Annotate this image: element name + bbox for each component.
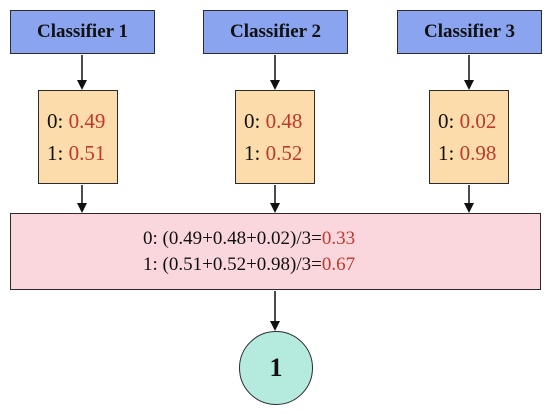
class-1-row: 1: 0.98 [438,137,508,169]
classifier-2-box: Classifier 2 [203,10,348,54]
aggregate-class-1-line: 1: (0.51+0.52+0.98)/3=0.67 [143,252,408,278]
final-prediction-circle: 1 [239,331,313,405]
class-0-probability: 0.49 [68,109,106,133]
class-1-probability: 0.52 [265,141,303,165]
class-0-row: 0: 0.02 [438,105,508,137]
class-0-row: 0: 0.49 [47,105,117,137]
class-1-prefix: 1: [244,141,261,165]
class-0-probability: 0.48 [265,109,303,133]
class-0-probability: 0.02 [459,109,497,133]
aggregate-class-1-value: 0.67 [321,253,356,275]
classifier-1-probabilities: 0: 0.49 1: 0.51 [38,90,118,184]
classifier-2-probabilities: 0: 0.48 1: 0.52 [235,90,315,184]
class-0-row: 0: 0.48 [244,105,314,137]
class-0-prefix: 0: [47,109,64,133]
final-prediction-label: 1 [269,353,283,382]
aggregate-class-0-line: 0: (0.49+0.48+0.02)/3=0.33 [143,226,408,252]
classifier-1-label: Classifier 1 [37,21,128,42]
class-1-row: 1: 0.52 [244,137,314,169]
class-1-row: 1: 0.51 [47,137,117,169]
aggregation-box: 0: (0.49+0.48+0.02)/3=0.33 1: (0.51+0.52… [10,213,541,290]
classifier-2-label: Classifier 2 [230,21,321,42]
class-1-probability: 0.98 [459,141,497,165]
class-0-prefix: 0: [438,109,455,133]
classifier-1-box: Classifier 1 [10,10,155,54]
classifier-3-probabilities: 0: 0.02 1: 0.98 [429,90,509,184]
class-1-prefix: 1: [438,141,455,165]
aggregate-class-1-formula: 1: (0.51+0.52+0.98)/3= [143,253,322,275]
class-1-probability: 0.51 [68,141,106,165]
class-1-prefix: 1: [47,141,64,165]
classifier-3-label: Classifier 3 [424,21,515,42]
class-0-prefix: 0: [244,109,261,133]
aggregate-class-0-formula: 0: (0.49+0.48+0.02)/3= [143,227,322,249]
aggregate-class-0-value: 0.33 [321,227,356,249]
classifier-3-box: Classifier 3 [397,10,542,54]
